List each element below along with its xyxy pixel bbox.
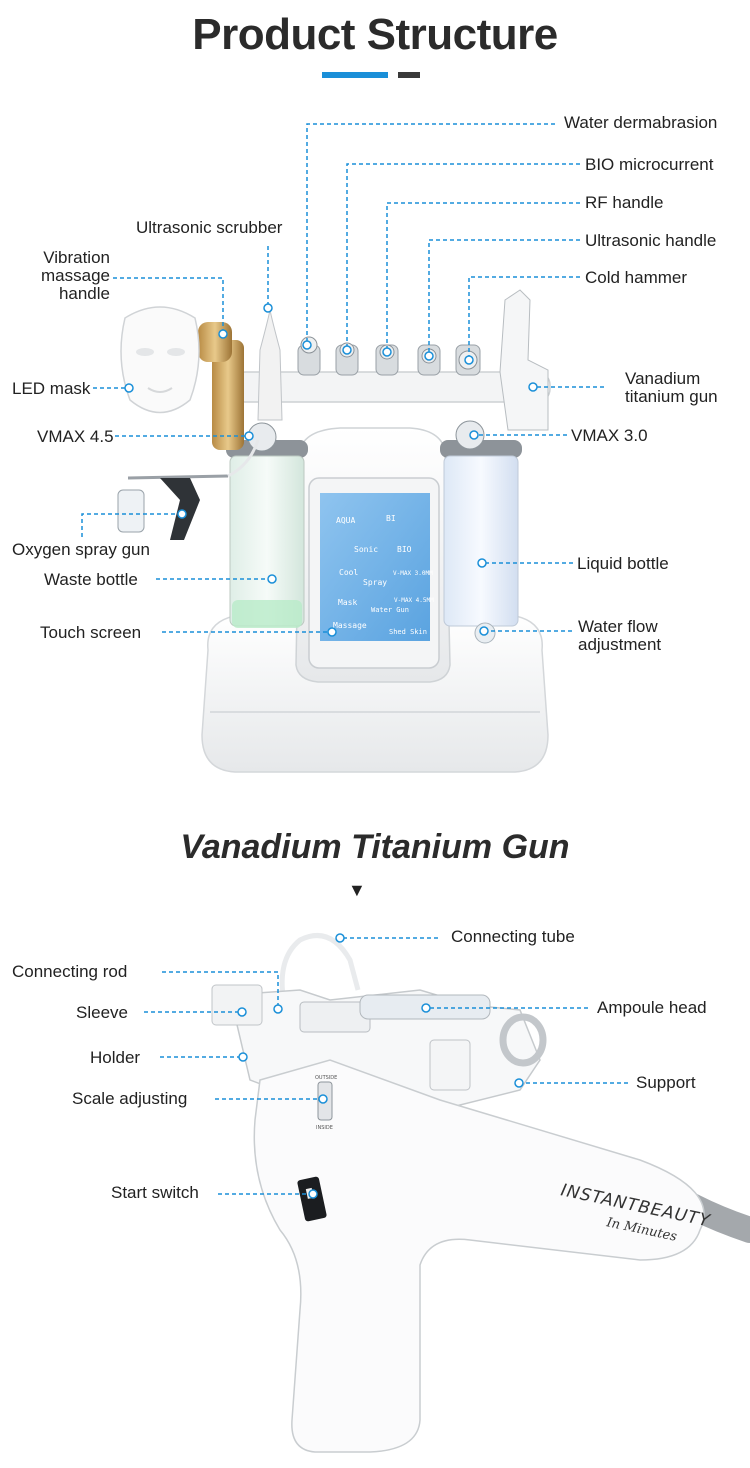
screen-item: V-MAX 3.0MM <box>393 570 433 577</box>
label-vmax-30: VMAX 3.0 <box>571 426 648 445</box>
label-sleeve: Sleeve <box>76 1003 128 1022</box>
label-waste-bottle: Waste bottle <box>44 570 138 589</box>
label-vibration-line3: handle <box>58 284 110 303</box>
label-ultrasonic-scrubber: Ultrasonic scrubber <box>136 218 283 237</box>
screen-item: AQUA <box>336 516 355 525</box>
screen-item: Mask <box>338 598 357 607</box>
scale-bottom-text: INSIDE <box>316 1125 333 1131</box>
label-start-switch: Start switch <box>111 1183 199 1202</box>
screen-item: Cool <box>339 568 358 577</box>
label-vanadium-titanium-gun: Vanadium titanium gun <box>625 370 718 406</box>
label-water-flow-line2: adjustment <box>578 635 662 654</box>
label-water-dermabrasion: Water dermabrasion <box>564 113 718 132</box>
screen-item: BI <box>386 514 396 523</box>
leader-bio-microcurrent <box>346 163 580 350</box>
section-arrow-icon: ▼ <box>348 880 366 900</box>
machine-illustration <box>117 289 551 773</box>
leader-oxygen-spray-gun <box>81 513 181 537</box>
machine-leader-dots <box>124 303 538 637</box>
label-water-flow-adjustment: Water flow adjustment <box>578 618 661 654</box>
label-liquid-bottle: Liquid bottle <box>577 554 669 573</box>
screen-item: Shed Skin <box>389 628 427 636</box>
label-scale-adjusting: Scale adjusting <box>72 1089 188 1108</box>
label-connecting-rod: Connecting rod <box>12 962 128 981</box>
screen-item: V-MAX 4.5MM <box>394 597 434 604</box>
screen-item: Massage <box>333 621 367 630</box>
leader-rf-handle <box>386 202 580 352</box>
screen-item: Water Gun <box>371 606 409 614</box>
label-vmax-45: VMAX 4.5 <box>37 427 114 446</box>
label-support: Support <box>636 1073 696 1092</box>
page-title: Product Structure <box>192 10 558 59</box>
label-led-mask: LED mask <box>12 379 91 398</box>
label-holder: Holder <box>90 1048 141 1067</box>
title-underline-accent <box>322 72 388 78</box>
screen-item: BIO <box>397 545 412 554</box>
screen-item: Spray <box>363 578 387 587</box>
label-vanadium-line2: titanium gun <box>625 387 718 406</box>
label-vanadium-line1: Vanadium <box>625 369 701 388</box>
leader-ultrasonic-handle <box>428 239 580 356</box>
label-connecting-tube: Connecting tube <box>451 927 575 946</box>
scale-top-text: OUTSIDE <box>315 1075 337 1081</box>
screen-item: Sonic <box>354 545 378 554</box>
title-underline-dark <box>398 72 420 78</box>
label-ultrasonic-handle: Ultrasonic handle <box>585 231 717 250</box>
label-ampoule-head: Ampoule head <box>597 998 707 1017</box>
label-rf-handle: RF handle <box>585 193 664 212</box>
gun-leader-dots <box>237 933 524 1199</box>
label-bio-microcurrent: BIO microcurrent <box>585 155 714 174</box>
label-cold-hammer: Cold hammer <box>585 268 688 287</box>
section-title: Vanadium Titanium Gun <box>180 828 570 866</box>
label-water-flow-line1: Water flow <box>578 617 658 636</box>
label-oxygen-spray-gun: Oxygen spray gun <box>12 540 150 559</box>
leader-water-dermabrasion <box>306 123 555 345</box>
gun-leader-lines <box>144 937 628 1195</box>
label-touch-screen: Touch screen <box>40 623 142 642</box>
machine-leader-lines <box>81 123 604 633</box>
label-vibration-massage-handle: Vibration massage handle <box>20 249 110 303</box>
label-vibration-line1: Vibration <box>43 248 110 267</box>
label-vibration-line2: massage <box>41 266 110 285</box>
gun-illustration <box>211 933 750 1453</box>
leader-connecting-rod <box>162 971 279 1007</box>
leader-vibration-handle <box>113 277 224 332</box>
leader-cold-hammer <box>468 276 580 360</box>
screen-menu: AQUA BI Sonic BIO Cool Spray V-MAX 3.0MM… <box>333 514 434 636</box>
